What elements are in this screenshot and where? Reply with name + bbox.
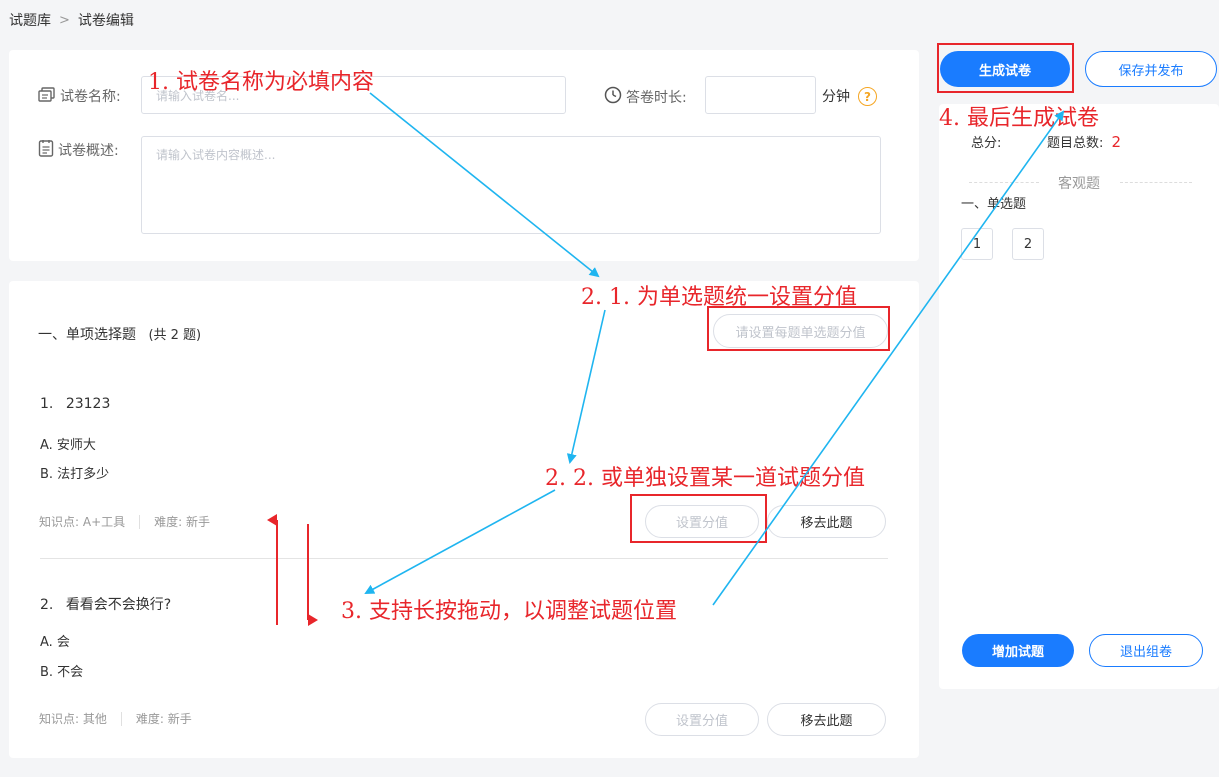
question-1-remove-button[interactable]: 移去此题 [767, 505, 886, 538]
question-2-option-a: A. 会 [40, 635, 70, 650]
paper-name-label: 试卷名称: [60, 89, 121, 105]
paper-name-label-wrap: 试卷名称: [38, 86, 121, 106]
question-2-knowledge: 知识点: 其他 [39, 712, 107, 726]
breadcrumb: 试题库 > 试卷编辑 [9, 10, 134, 30]
arrow-2-2 [364, 489, 556, 594]
chevron-right-icon: > [59, 12, 70, 28]
arrow-1 [369, 92, 600, 278]
objective-divider-right [1120, 182, 1192, 183]
question-1-option-b: B. 法打多少 [40, 467, 110, 482]
total-count-value: 2 [1111, 133, 1122, 151]
question-divider [40, 558, 888, 559]
single-choice-label: 一、单选题 [961, 197, 1027, 212]
generate-paper-button[interactable]: 生成试卷 [940, 51, 1070, 87]
question-2-option-b: B. 不会 [40, 665, 84, 680]
annotation-2-2: 2. 2. 或单独设置某一道试题分值 [545, 466, 865, 491]
arrow-2-1 [566, 309, 606, 464]
highlight-batch-score [707, 306, 890, 351]
question-1-knowledge: 知识点: A+工具 [39, 515, 126, 529]
question-nav-1[interactable]: 1 [961, 228, 993, 260]
exit-compose-button[interactable]: 退出组卷 [1089, 634, 1203, 667]
total-score: 总分: [971, 132, 1001, 151]
question-2-set-score-button[interactable]: 设置分值 [645, 703, 759, 736]
total-count-label: 题目总数: [1047, 136, 1104, 151]
question-1-option-a: A. 安师大 [40, 438, 96, 453]
paper-desc-label: 试卷概述: [58, 142, 119, 159]
section-title-text: 一、单项选择题 [38, 327, 136, 343]
duration-input[interactable] [705, 76, 816, 114]
highlight-set-score [630, 494, 767, 543]
save-publish-button[interactable]: 保存并发布 [1085, 51, 1217, 87]
question-1-title[interactable]: 1. 23123 [40, 396, 110, 412]
annotation-3: 3. 支持长按拖动，以调整试题位置 [341, 599, 677, 624]
paper-name-input[interactable]: 请输入试卷名... [141, 76, 566, 114]
document-list-icon [38, 139, 54, 160]
help-icon[interactable]: ? [858, 87, 877, 106]
question-1-set-score-button[interactable]: 设置分值 [645, 505, 759, 538]
duration-label: 答卷时长: [626, 89, 687, 106]
batch-score-input[interactable]: 请设置每题单选题分值 [713, 314, 888, 348]
question-2-remove-button[interactable]: 移去此题 [767, 703, 886, 736]
meta-divider [139, 514, 141, 529]
question-nav-2[interactable]: 2 [1012, 228, 1044, 260]
duration-unit: 分钟 [822, 89, 850, 105]
breadcrumb-root[interactable]: 试题库 [9, 13, 51, 29]
arrow-4 [712, 110, 1065, 606]
annotation-1: 1. 试卷名称为必填内容 [148, 70, 374, 95]
paper-summary-panel [939, 104, 1219, 689]
add-question-button[interactable]: 增加试题 [962, 634, 1074, 667]
total-count: 题目总数: 2 [1047, 132, 1121, 151]
paper-desc-label-wrap: 试卷概述: [38, 139, 119, 160]
clock-icon [604, 86, 622, 107]
question-1-number: 1. [40, 396, 54, 412]
question-2-number: 2. [40, 597, 54, 613]
question-1-difficulty: 难度: 新手 [154, 515, 210, 529]
annotation-2-1: 2. 1. 为单选题统一设置分值 [581, 285, 857, 310]
paper-name-icon [38, 86, 56, 106]
question-1-meta: 知识点: A+工具 难度: 新手 [39, 513, 210, 530]
objective-label: 客观题 [1058, 176, 1100, 192]
question-2-meta: 知识点: 其他 难度: 新手 [39, 710, 192, 727]
total-score-label: 总分: [971, 136, 1002, 151]
question-2-text: 看看会不会换行? [65, 597, 172, 613]
question-2-difficulty: 难度: 新手 [135, 712, 192, 726]
paper-desc-textarea[interactable]: 请输入试卷内容概述... [141, 136, 881, 234]
breadcrumb-current: 试卷编辑 [77, 13, 134, 29]
objective-divider-left [969, 182, 1039, 183]
section-count: (共 2 题) [148, 328, 202, 343]
section-title: 一、单项选择题 (共 2 题) [38, 324, 201, 344]
annotation-4: 4. 最后生成试卷 [939, 106, 1099, 131]
duration-label-wrap: 答卷时长: [604, 86, 687, 107]
highlight-generate-button [937, 43, 1074, 93]
question-2-title[interactable]: 2. 看看会不会换行? [40, 594, 171, 614]
question-1-text: 23123 [65, 396, 111, 412]
meta-divider [120, 711, 122, 726]
